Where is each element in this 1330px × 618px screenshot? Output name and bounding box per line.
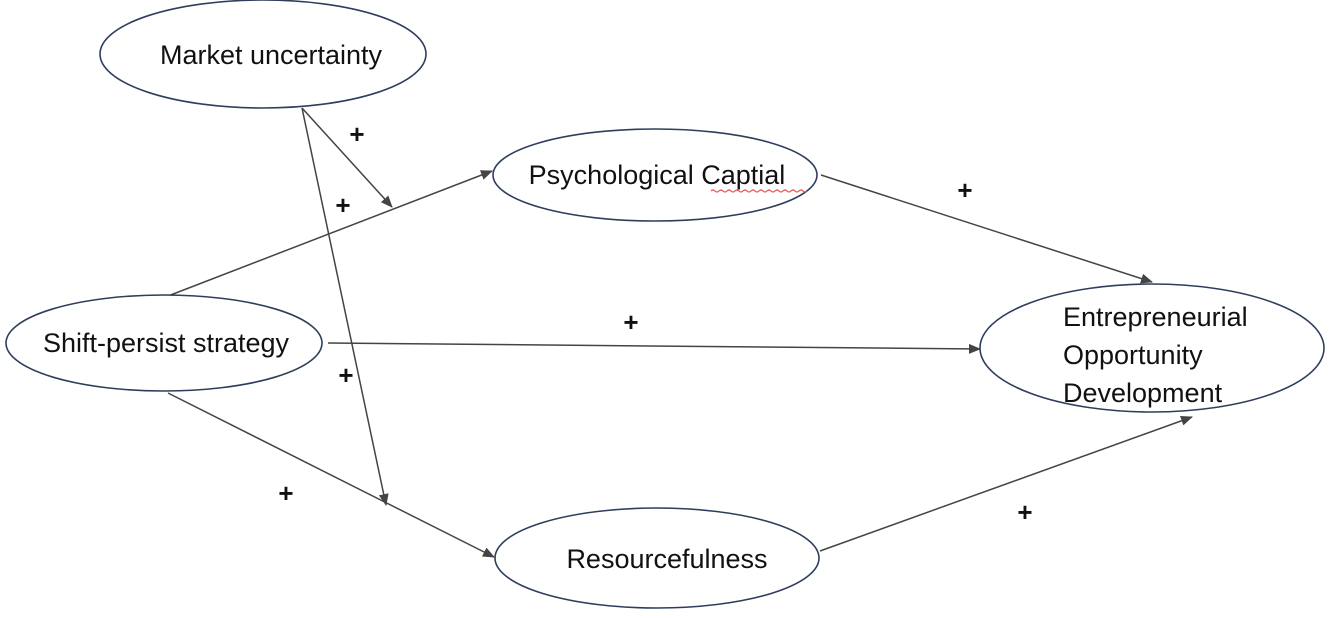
node-market-uncertainty: Market uncertainty bbox=[99, 0, 427, 109]
node-market-uncertainty-label: Market uncertainty bbox=[160, 40, 383, 70]
sign-market-to-resourcefulness-moderation: + bbox=[338, 360, 353, 390]
sign-shift-to-resourcefulness: + bbox=[278, 478, 293, 508]
node-resourcefulness-label: Resourcefulness bbox=[566, 544, 767, 574]
sign-market-to-psych-moderation: + bbox=[349, 119, 364, 149]
sign-shift-to-eod: + bbox=[623, 307, 638, 337]
sign-shift-to-psych: + bbox=[335, 190, 350, 220]
node-resourcefulness: Resourcefulness bbox=[494, 507, 820, 609]
node-psychological-capital-ellipse bbox=[492, 128, 818, 222]
node-market-uncertainty-ellipse bbox=[99, 0, 427, 109]
node-psychological-capital: Psychological Captial bbox=[492, 128, 818, 222]
edge-resourcefulness-to-eod bbox=[819, 416, 1193, 552]
edge-shift-to-eod bbox=[327, 342, 981, 354]
edge-shift-to-psychological-capital bbox=[167, 170, 493, 297]
edge-market-uncertainty-moderates-psychological-capital bbox=[301, 107, 393, 208]
edge-shift-to-resourcefulness bbox=[167, 392, 495, 558]
sign-resourcefulness-to-eod: + bbox=[1017, 497, 1032, 527]
node-psychological-capital-label: Psychological Captial bbox=[529, 160, 786, 190]
node-shift-persist-strategy: Shift-persist strategy bbox=[5, 294, 323, 392]
node-shift-persist-strategy-label: Shift-persist strategy bbox=[43, 328, 290, 358]
node-eod-label-line-3: Development bbox=[1063, 378, 1223, 408]
node-eod-ellipse bbox=[979, 283, 1325, 413]
edge-market-uncertainty-moderates-resourcefulness bbox=[301, 107, 389, 506]
node-resourcefulness-ellipse bbox=[494, 507, 820, 609]
sign-psych-to-eod: + bbox=[957, 175, 972, 205]
spellcheck-underline bbox=[710, 189, 808, 193]
sign-labels: + + + + + + + bbox=[278, 119, 1032, 527]
node-eod-label-line-2: Opportunity bbox=[1063, 340, 1203, 370]
edge-psychological-capital-to-eod bbox=[820, 174, 1153, 284]
node-eod-label-line-1: Entrepreneurial bbox=[1063, 302, 1248, 332]
edges bbox=[167, 107, 1193, 558]
node-entrepreneurial-opportunity-development: Entrepreneurial Opportunity Development bbox=[979, 283, 1325, 413]
node-shift-persist-strategy-ellipse bbox=[5, 294, 323, 392]
